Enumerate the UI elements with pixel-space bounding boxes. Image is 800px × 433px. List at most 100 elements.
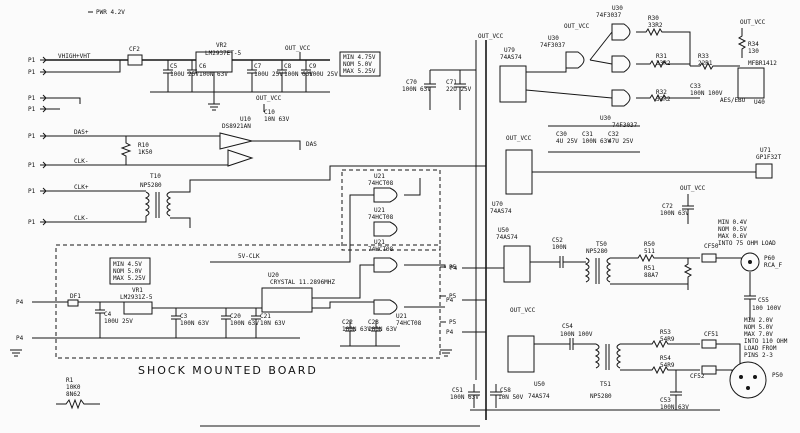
p4-right-2: P4	[446, 297, 454, 304]
p4-right-3: P4	[446, 329, 454, 336]
u21c-value: 74HCT08	[368, 246, 394, 253]
r54-value: 54R9	[660, 362, 675, 369]
c10-value: 10N 63V	[264, 116, 290, 123]
input-caps	[150, 60, 330, 93]
c31-value: 100N 63V	[582, 138, 611, 145]
aes-ebu-label: AES/EBU	[720, 97, 746, 104]
u21b-gate	[373, 221, 398, 237]
supply-spec2-nom: NOM 5.0V	[113, 268, 142, 275]
u21b-ref: U21	[374, 207, 385, 214]
cf2-filter	[127, 54, 143, 66]
u20-crystal-oscillator	[261, 287, 313, 313]
c5-value: 100U 25V	[170, 71, 199, 78]
r34-ref: R34	[748, 41, 759, 48]
c5-label: C5	[170, 63, 178, 70]
c7-label: C7	[254, 63, 262, 70]
p1-pin-5: P1	[28, 133, 36, 140]
p50-xlr-connector	[729, 361, 767, 399]
u50b-flipflop	[507, 335, 535, 373]
p60-value: RCA_F	[764, 262, 782, 269]
u20-crystal-line1: CRYSTAL 11.2896MHZ	[270, 279, 335, 286]
p1-pin-2: P1	[28, 69, 36, 76]
r31-ref: R31	[656, 53, 667, 60]
c52-label: C52	[552, 237, 563, 244]
supply-spec-box	[339, 51, 381, 77]
t50-transformer	[584, 257, 612, 284]
cf50-filter	[701, 253, 717, 263]
p1-pin-6: P1	[28, 162, 36, 169]
rca-spec-min: MIN 0.4V	[718, 219, 747, 226]
p1-arrows	[40, 56, 48, 226]
r53-value: 54R9	[660, 336, 675, 343]
c6-label: C6	[199, 63, 207, 70]
u21d-ref: U21	[396, 313, 407, 320]
out-vcc-label-5: OUT_VCC	[740, 19, 766, 26]
u30b-ref: U30	[612, 5, 623, 12]
u30a-ref: U30	[548, 35, 559, 42]
aes-spec-into: INTO 110 OHM	[744, 338, 788, 345]
u40-value: MFBR1412	[748, 60, 777, 67]
out-vcc-label-4: OUT_VCC	[564, 23, 590, 30]
out-vcc-label-3: OUT_VCC	[478, 33, 504, 40]
u50b-value: 74AS74	[528, 393, 550, 400]
u10-receiver-gate	[227, 149, 254, 167]
p4-left-2: P4	[16, 335, 24, 342]
df1-ref: DF1	[70, 293, 81, 300]
c4-label: C4	[104, 311, 112, 318]
r30-value: 33R2	[648, 22, 663, 29]
u21c-gate	[373, 257, 398, 273]
p1-pin-4: P1	[28, 106, 36, 113]
vr2-ref: VR2	[216, 42, 227, 49]
board-label: SHOCK MOUNTED BOARD	[138, 364, 318, 377]
r32-ref: R32	[656, 89, 667, 96]
p50-ref: P50	[772, 372, 783, 379]
u70-ref: U70	[492, 201, 503, 208]
p1-pin-8: P1	[28, 219, 36, 226]
u40-ref: U40	[754, 99, 765, 106]
rca-spec-nom: NOM 0.5V	[718, 226, 747, 233]
r54-ref: R54	[660, 355, 671, 362]
c20-label: C20	[230, 313, 241, 320]
u50-flipflop	[503, 245, 531, 283]
u30d-gate	[611, 89, 631, 107]
u40-optical-tx	[737, 67, 765, 99]
c8-label: C8	[284, 63, 292, 70]
c32-value: 47U 25V	[608, 138, 634, 145]
u21a-ref: U21	[374, 173, 385, 180]
supply-spec-nom: NOM 5.0V	[343, 61, 372, 68]
das-minus-label: CLK-	[74, 158, 88, 165]
c3-value: 100N 63V	[180, 320, 209, 327]
c71-value: 22U 25V	[446, 86, 472, 93]
c23-label: C23	[368, 319, 379, 326]
c7-value: 100U 25V	[254, 71, 283, 78]
p1-pin-7: P1	[28, 188, 36, 195]
r33-ref: R33	[698, 53, 709, 60]
c33-value: 100N 100V	[690, 90, 723, 97]
out-vcc-label-7: OUT_VCC	[680, 185, 706, 192]
c55-label: C55	[758, 297, 769, 304]
c6-value: 100N 63V	[199, 71, 228, 78]
five-v-clk-label: 5V-CLK	[238, 253, 260, 260]
supply-spec-min: MIN 4.75V	[343, 54, 376, 61]
p60-ref: P60	[764, 255, 775, 262]
out-vcc-label-8: OUT_VCC	[510, 307, 536, 314]
u30c-gate	[611, 55, 631, 73]
p5-pin-2: P5	[449, 293, 457, 300]
u71-optical-rx	[755, 163, 773, 179]
c33-label: C33	[690, 83, 701, 90]
c21-label: C21	[260, 313, 271, 320]
u30d-ref: U30	[600, 115, 611, 122]
c58-value: 10N 50V	[498, 394, 524, 401]
u30a-value: 74F3037	[540, 42, 566, 49]
u79-value: 74AS74	[500, 54, 522, 61]
c9-value: 100U 25V	[309, 71, 338, 78]
r1-tol: 8N62	[66, 391, 81, 398]
cf51-filter	[701, 339, 717, 349]
supply-spec-max: MAX 5.25V	[343, 68, 376, 75]
t50-value: NP5280	[586, 248, 608, 255]
c30-label: C30	[556, 131, 567, 138]
t10-ref: T10	[150, 173, 161, 180]
u70-flipflop	[505, 149, 533, 195]
